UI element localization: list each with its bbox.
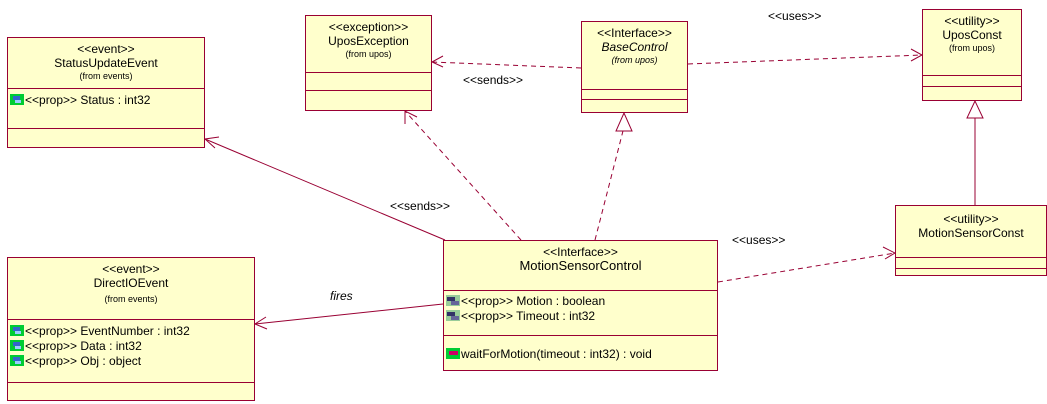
edge-msc-sends-uposexception xyxy=(404,110,522,241)
class-name: MotionSensorControl xyxy=(519,258,642,273)
stereotype-label: <<utility>> xyxy=(944,14,1000,28)
attribute-text: <<prop>> Status : int32 xyxy=(25,93,151,107)
public-attribute-icon xyxy=(10,94,24,105)
edge-basecontrol-uses-uposconst xyxy=(687,54,923,65)
class-name: BaseControl xyxy=(601,40,668,54)
edge-fires xyxy=(254,303,444,325)
public-operation-icon xyxy=(446,348,460,359)
public-attribute-icon xyxy=(10,355,24,366)
package-label: (from events) xyxy=(104,294,158,304)
arrowhead-uposexception-from-basecontrol xyxy=(430,55,444,68)
package-label: (from upos) xyxy=(611,55,658,65)
protected-attribute-icon xyxy=(446,310,460,321)
class-direct-io-event[interactable]: <<event>> DirectIOEvent (from events) <<… xyxy=(7,257,255,401)
uses-label-mid: <<uses>> xyxy=(732,233,786,247)
stereotype-label: <<event>> xyxy=(77,42,135,56)
stereotype-label: <<utility>> xyxy=(943,212,999,226)
attribute-text: <<prop>> Obj : object xyxy=(25,354,142,368)
class-name: MotionSensorConst xyxy=(918,226,1024,240)
attribute-row: <<prop>> Data : int32 xyxy=(8,339,254,354)
attribute-text: <<prop>> Timeout : int32 xyxy=(461,309,596,323)
class-name: StatusUpdateEvent xyxy=(54,56,158,70)
attribute-row: <<prop>> EventNumber : int32 xyxy=(8,324,254,339)
operation-text: waitForMotion(timeout : int32) : void xyxy=(461,347,652,361)
attribute-row: <<prop>> Timeout : int32 xyxy=(444,309,717,324)
class-name: UposException xyxy=(328,34,409,48)
stereotype-label: <<exception>> xyxy=(328,20,409,34)
class-name: DirectIOEvent xyxy=(93,276,169,290)
attribute-text: <<prop>> Motion : boolean xyxy=(461,294,606,308)
generalization-triangle xyxy=(966,99,984,119)
arrowhead-statusupdateevent xyxy=(203,136,220,149)
class-base-control[interactable]: <<Interface>> BaseControl (from upos) xyxy=(581,21,688,113)
class-name: UposConst xyxy=(942,28,1002,42)
edge-msc-uses-motionsensorconst xyxy=(717,252,896,283)
edge-msc-to-statusupdateevent xyxy=(204,138,446,241)
protected-attribute-icon xyxy=(446,295,460,306)
package-label: (from upos) xyxy=(345,49,392,59)
operation-row: waitForMotion(timeout : int32) : void xyxy=(444,347,717,362)
class-status-update-event[interactable]: <<event>> StatusUpdateEvent (from events… xyxy=(7,37,205,148)
edge-msc-realizes-basecontrol xyxy=(594,126,625,241)
package-label: (from events) xyxy=(79,71,133,81)
stereotype-label: <<Interface>> xyxy=(597,26,672,40)
attribute-row: <<prop>> Obj : object xyxy=(8,354,254,369)
arrowhead-directioevent xyxy=(253,316,268,330)
attribute-row: <<prop>> Status : int32 xyxy=(8,93,204,108)
public-attribute-icon xyxy=(10,340,24,351)
stereotype-label: <<event>> xyxy=(102,262,160,276)
attribute-text: <<prop>> EventNumber : int32 xyxy=(25,324,190,338)
edge-basecontrol-sends-uposexception xyxy=(431,61,582,69)
realization-triangle xyxy=(615,111,633,132)
package-label: (from upos) xyxy=(948,43,995,53)
stereotype-label: <<Interface>> xyxy=(543,245,618,259)
class-motion-sensor-const[interactable]: <<utility>> MotionSensorConst xyxy=(895,205,1047,276)
class-motion-sensor-control[interactable]: <<Interface>> MotionSensorControl <<prop… xyxy=(443,240,718,371)
uses-label-top: <<uses>> xyxy=(768,9,822,23)
attribute-row: <<prop>> Motion : boolean xyxy=(444,294,717,309)
fires-label: fires xyxy=(330,289,353,303)
class-upos-exception[interactable]: <<exception>> UposException (from upos) xyxy=(305,15,432,111)
sends-label-mid: <<sends>> xyxy=(390,199,451,213)
public-attribute-icon xyxy=(10,325,24,336)
sends-label-top: <<sends>> xyxy=(463,73,524,87)
arrowhead-uposexception-from-msc xyxy=(404,110,418,124)
class-upos-const[interactable]: <<utility>> UposConst (from upos) xyxy=(922,9,1022,101)
arrowhead-motionsensorconst xyxy=(882,246,897,260)
attribute-text: <<prop>> Data : int32 xyxy=(25,339,142,353)
